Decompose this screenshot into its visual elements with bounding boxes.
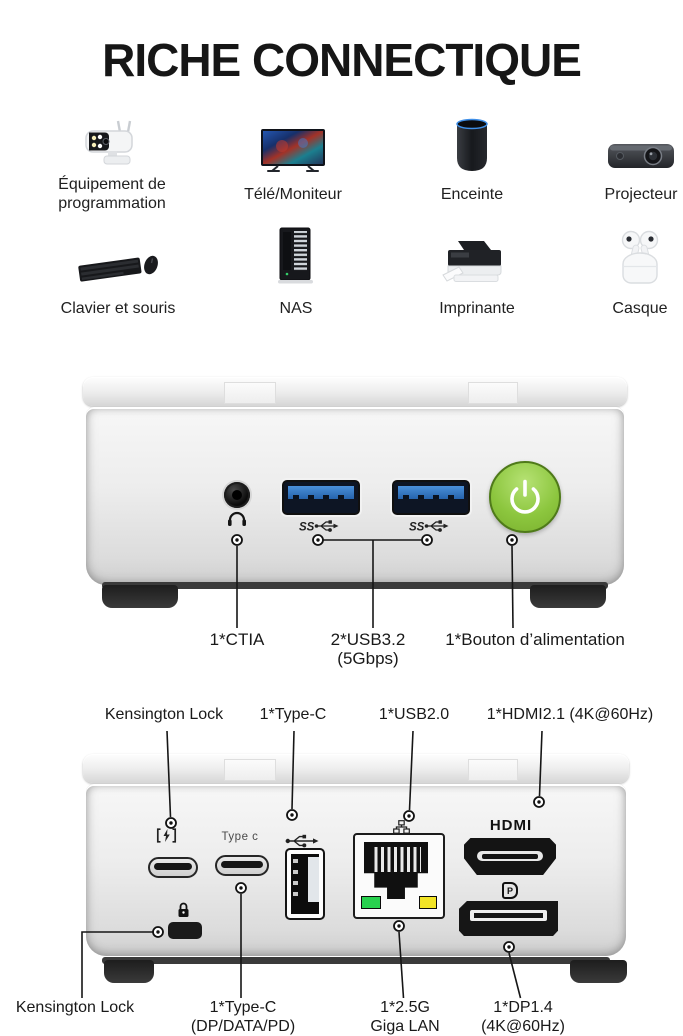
front-foot-left [102,585,178,608]
usb3-ss-icon: SS [409,520,449,534]
rear-top-label-usb20: 1*USB2.0 [378,706,450,723]
device-cell-keyboard: Clavier et souris [33,226,203,328]
rear-bottom-label-typec-line2: (DP/DATA/PD) [190,1018,296,1035]
rear-top-label-typec: 1*Type-C [259,706,327,723]
rear-foot-right [570,960,627,983]
mini-pc-rear-view: Type c HDMI P [83,754,629,986]
rear-bottom-label-lan-line2: Giga LAN [370,1018,440,1035]
front-foot-right [530,585,606,608]
usb-a-port-rear [285,848,325,920]
rear-top-label-kensington: Kensington Lock [104,706,224,723]
usb-c-port-pd [148,857,198,878]
device-label: Équipement de programmation [58,176,166,212]
usb-speed-text: SS [409,522,425,534]
lid-notch [224,759,276,781]
displayport-port [459,901,558,936]
type-c-marking: Type c [221,831,259,843]
device-label: NAS [279,299,313,317]
usb-speed-text: SS [299,522,315,534]
keyboard-mouse-icon [33,226,203,286]
front-lid [83,377,627,406]
hdmi-port [464,838,556,875]
lan-led-green [361,896,381,909]
hdmi-logo: HDMI [489,817,533,834]
usb3-ss-icon: SS [299,520,339,534]
rear-foot-left [104,960,154,983]
nas-server-icon [211,226,381,286]
headset-icon [228,511,246,526]
lan-led-yellow [419,896,437,909]
device-cell-printer: Imprinante [392,226,562,328]
smart-speaker-icon [387,114,557,172]
rear-bottom-label-dp-line1: 1*DP1.4 [493,999,553,1016]
rear-bottom-label-dp-line2: (4K@60Hz) [481,1018,565,1035]
front-label-usb-line2: (5Gbps) [337,649,399,668]
device-cell-nas: NAS [211,226,381,328]
usb-c-port-data [215,855,269,876]
device-cell-projector: Projecteur [556,114,683,214]
rear-bottom-label-kensington: Kensington Lock [15,999,135,1016]
tv-monitor-icon [208,114,378,172]
power-button [489,461,561,533]
mini-pc-front-view: SS SS [83,377,627,613]
device-cell-speaker: Enceinte [387,114,557,214]
front-label-usb-line1: 2*USB3.2 [330,630,406,649]
device-cell-earbuds: Casque [555,226,683,328]
printer-icon [392,226,562,286]
device-label: Clavier et souris [60,299,176,317]
power-delivery-icon [156,828,177,843]
earbuds-icon [555,226,683,286]
lid-notch [468,759,518,781]
ethernet-port [353,833,445,919]
device-label: Enceinte [440,185,504,203]
projector-icon [556,114,683,172]
power-icon [510,479,540,514]
usb2-icon [285,834,319,848]
rear-bottom-label-lan-line1: 1*2.5G [380,999,430,1016]
page-title: RICHE CONNECTIQUE [102,34,582,86]
lid-notch [224,382,276,404]
front-label-power: 1*Bouton d’alimentation [445,630,625,649]
rear-bottom-label-typec-line1: 1*Type-C [209,999,277,1016]
dp-logo-letter: P [506,885,513,896]
kensington-slot [168,922,202,939]
device-label: Télé/Moniteur [244,185,342,203]
device-cell-camera: Équipement de programmation [27,114,197,214]
front-base [102,582,608,589]
front-label-audio: 1*CTIA [209,630,265,649]
device-label: Projecteur [604,185,678,203]
usb-a-port-2 [392,480,470,515]
audio-jack-port [224,482,250,508]
lid-notch [468,382,518,404]
ethernet-icon [393,820,410,834]
device-label: Casque [612,299,668,317]
lock-icon [178,902,189,917]
device-label: Imprinante [439,299,515,317]
rear-lid [83,754,629,783]
security-camera-icon [27,114,197,172]
rear-top-label-hdmi: 1*HDMI2.1 (4K@60Hz) [486,706,654,723]
usb-a-port-1 [282,480,360,515]
device-cell-tv: Télé/Moniteur [208,114,378,214]
rear-base [102,957,610,964]
displayport-logo: P [502,882,518,899]
